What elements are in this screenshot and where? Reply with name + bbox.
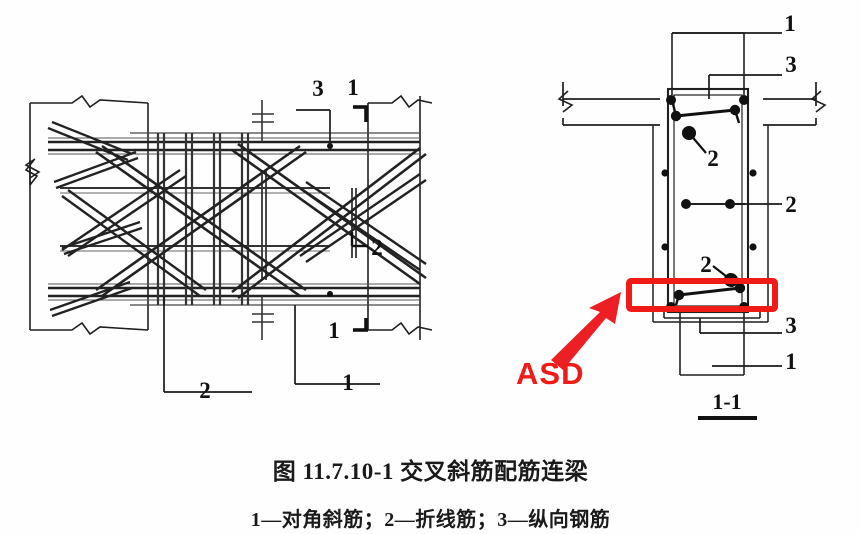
rebar-dot [749,169,757,177]
diagonal-bars-group-1 [95,144,307,298]
elev-callout-3-top: 3 [312,76,324,101]
sec-callout-2-mid: 2 [785,192,797,217]
section-mark-bottom-1 [353,318,368,332]
rebar-dot [729,104,741,116]
longitudinal-bars-bottom-thin [48,283,420,301]
leader-sec-bot-3 [699,318,782,334]
elev-callout-2-mid: 2 [371,235,383,260]
asd-arrow [551,292,621,370]
rebar-dot [661,169,669,177]
wall-outline-left [24,103,39,330]
rebar-dot [681,199,691,209]
wall-break-left-top [30,94,149,109]
section-callout-labels: 1 3 2 2 2 3 1 [700,11,797,374]
rebar-dot [734,282,746,294]
red-annotation-group [551,278,778,370]
diagonal-bars-left-short [61,169,207,297]
rebar-dot [670,110,682,122]
leader-elev-top-3 [296,109,331,148]
sec-callout-1-bot: 1 [785,349,797,374]
leader-elev-mid-2 [350,232,368,248]
centerline-symbol-bottom [252,296,274,340]
elev-callout-1-bottom: 1 [342,370,354,395]
rebar-dot [666,95,676,105]
leader-sec-upper-2 [681,125,707,154]
wall-break-left-bottom [30,321,149,336]
wall-flange-returns [652,125,769,323]
elev-callout-2-bottom: 2 [199,378,211,403]
leader-sec-top-3 [708,74,782,99]
sec-callout-1-top: 1 [784,11,796,36]
rebar-dot [739,95,749,105]
asd-highlight-box [626,278,778,312]
section-view-title: 1-1 [712,389,741,414]
leader-sec-lower-2 [712,265,739,288]
diagonal-bars-right-short [299,173,427,271]
rebar-dot [661,243,669,251]
sec-callout-3-bot: 3 [785,313,797,338]
bent-bar-upper [675,108,736,118]
wall-zigzag-left-mid [24,158,41,179]
rebar-dot [749,243,757,251]
stirrups [156,133,250,305]
figure-caption-title: 图 11.7.10-1 交叉斜筋配筋连梁 [272,459,589,484]
rebar-dot [673,289,685,301]
wall-break-right-bottom [368,321,433,336]
wall-break-right-top [368,94,433,109]
section-mark-top-1 [353,105,368,122]
beam-edge-lines [130,132,420,306]
leader-elev-bottom-2 [163,296,252,393]
wall-slab-band [557,82,827,126]
sec-callout-3-top: 3 [785,52,797,77]
figure-caption-legend: 1—对角斜筋；2—折线筋；3—纵向钢筋 [250,509,611,531]
sec-callout-2-upper: 2 [707,146,719,171]
bent-bar-lower [678,286,741,297]
beam-bottom-extension [663,306,761,376]
leader-elev-bottom-1 [294,305,380,385]
section-view-title-group: 1-1 [698,389,757,420]
elev-callout-1-bot: 1 [328,318,340,343]
elevation-callout-labels: 3 1 2 1 2 1 [199,75,383,403]
centerline-symbol-top [252,100,274,142]
sec-callout-2-lower: 2 [700,252,712,277]
asd-annotation-text: ASD [516,356,585,391]
elev-callout-1-top: 1 [347,75,359,100]
elevation-view [24,94,433,393]
